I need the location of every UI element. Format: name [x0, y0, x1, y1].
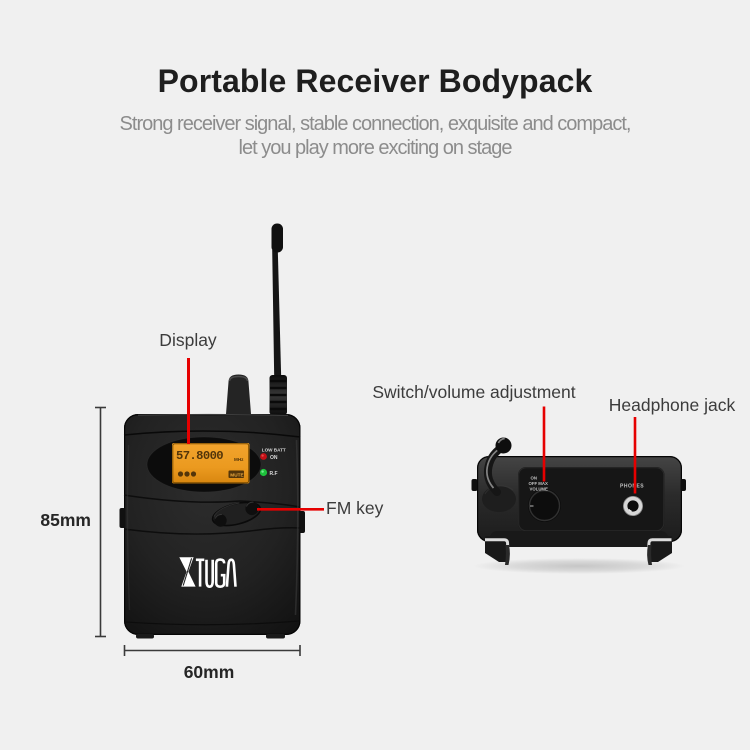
svg-text:ON: ON [531, 476, 537, 481]
svg-text:LOW BATT: LOW BATT [262, 447, 286, 452]
svg-text:57.8000: 57.8000 [176, 449, 223, 463]
svg-text:ON: ON [270, 455, 278, 461]
svg-text:OFF MAX: OFF MAX [529, 481, 548, 486]
svg-text:VOLUME: VOLUME [530, 486, 549, 491]
svg-text:MHz: MHz [234, 457, 244, 462]
svg-text:MUTE: MUTE [230, 472, 243, 477]
svg-text:PHONES: PHONES [620, 483, 644, 489]
svg-text:R.F: R.F [270, 471, 278, 477]
